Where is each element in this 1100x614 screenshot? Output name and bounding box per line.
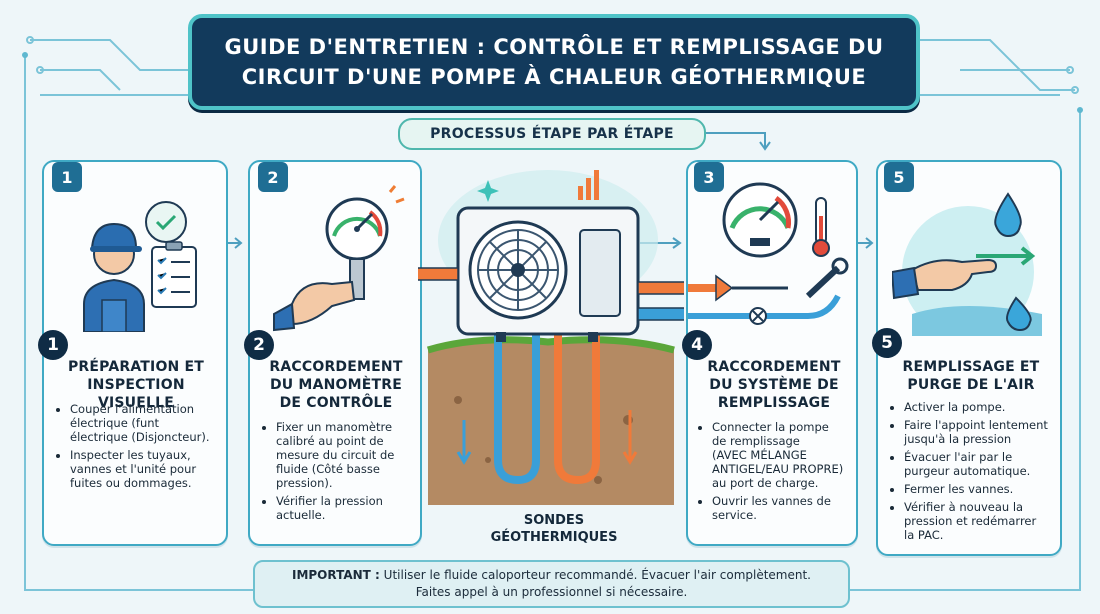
wrench-icon xyxy=(805,257,849,299)
step-card-3: 3 4 RACCORDEMENT DU SYSTÈME DE REMPLISSA… xyxy=(682,160,858,546)
list-item: Ouvrir les vannes de service. xyxy=(712,494,866,522)
step-card-4: 5 5 REMPLISSAGE ET PURGE DE L'AIR Active… xyxy=(872,160,1062,556)
subtitle-banner: PROCESSUS ÉTAPE PAR ÉTAPE xyxy=(398,118,706,150)
important-line-1: IMPORTANT : Utiliser le fluide caloporte… xyxy=(292,567,811,584)
heat-pump-illustration xyxy=(418,170,684,505)
technician-icon xyxy=(83,201,197,332)
subtitle: PROCESSUS ÉTAPE PAR ÉTAPE xyxy=(430,126,674,142)
step-badge: 1 xyxy=(52,162,82,192)
important-text: Utiliser le fluide caloporteur recommand… xyxy=(383,568,811,582)
step-title: PRÉPARATION ET INSPECTION VISUELLE xyxy=(67,359,205,411)
water-drop-icon xyxy=(994,192,1022,238)
important-label: IMPORTANT : xyxy=(291,568,380,582)
list-item: Évacuer l'air par le purgeur automatique… xyxy=(904,450,1068,478)
step-badge: 3 xyxy=(694,162,724,192)
filling-system-icon xyxy=(688,182,849,325)
step-list: Connecter la pompe de remplissage (AVEC … xyxy=(698,420,866,526)
list-item: Inspecter les tuyaux, vannes et l'unité … xyxy=(70,448,232,490)
list-item: Vérifier la pression actuelle. xyxy=(276,494,426,522)
step-list: Couper l'alimentation électrique (funt é… xyxy=(56,402,232,494)
list-item: Activer la pompe. xyxy=(904,400,1068,414)
step-card-2: 2 2 RACCORDEMENT DU MANOMÈTRE DE CONTRÔL… xyxy=(244,160,422,546)
important-line-2: Faites appel à un professionnel si néces… xyxy=(415,585,688,599)
step-list: Fixer un manomètre calibré au point de m… xyxy=(262,420,426,526)
list-item: Faire l'appoint lentement jusqu'à la pre… xyxy=(904,418,1068,446)
important-note: IMPORTANT : Utiliser le fluide caloporte… xyxy=(253,560,850,608)
list-item: Fixer un manomètre calibré au point de m… xyxy=(276,420,426,490)
list-item: Couper l'alimentation électrique (funt é… xyxy=(70,402,232,444)
step-title: REMPLISSAGE ET PURGE DE L'AIR xyxy=(902,359,1040,393)
page-title: GUIDE D'ENTRETIEN : CONTRÔLE ET REMPLISS… xyxy=(224,35,884,89)
step-title: RACCORDEMENT DU SYSTÈME DE REMPLISSAGE xyxy=(707,359,841,411)
hand-icon xyxy=(892,192,1042,336)
pressure-gauge-icon xyxy=(273,185,405,332)
step-number: 5 xyxy=(872,328,902,358)
list-item: Fermer les vannes. xyxy=(904,482,1068,496)
step-badge: 2 xyxy=(258,162,288,192)
list-item: Connecter la pompe de remplissage (AVEC … xyxy=(712,420,866,490)
step-title: RACCORDEMENT DU MANOMÈTRE DE CONTRÔLE xyxy=(269,359,403,411)
sondes-label: SONDES GÉOTHERMIQUES xyxy=(490,513,618,545)
list-item: Vérifier à nouveau la pression et redéma… xyxy=(904,500,1068,542)
step-list: Activer la pompe. Faire l'appoint lentem… xyxy=(890,400,1068,546)
step-number: 1 xyxy=(38,330,68,360)
thermometer-icon xyxy=(812,197,830,257)
step-badge: 5 xyxy=(884,162,914,192)
step-card-1: 1 1 PRÉPARATION ET INSPECTION VISUELLE C… xyxy=(38,160,228,546)
step-number: 4 xyxy=(682,330,712,360)
step-number: 2 xyxy=(244,330,274,360)
title-banner: GUIDE D'ENTRETIEN : CONTRÔLE ET REMPLISS… xyxy=(188,14,920,110)
